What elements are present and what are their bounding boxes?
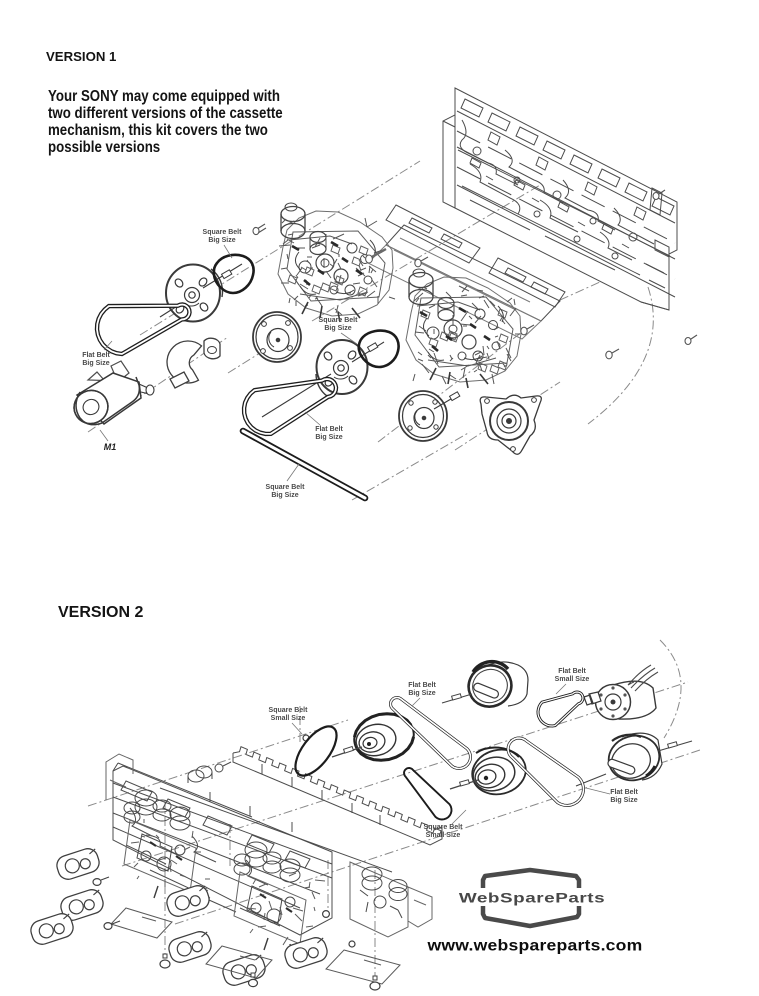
svg-text:Square Belt: Square Belt: [203, 229, 243, 236]
svg-text:Square Belt: Square Belt: [319, 317, 359, 324]
svg-text:Flat Belt: Flat Belt: [82, 352, 110, 359]
svg-text:Big Size: Big Size: [208, 237, 235, 244]
svg-text:Square Belt: Square Belt: [424, 824, 464, 831]
svg-text:Flat Belt: Flat Belt: [610, 789, 638, 796]
svg-text:M1: M1: [104, 442, 117, 452]
svg-text:Big Size: Big Size: [82, 360, 109, 367]
svg-text:Big Size: Big Size: [271, 492, 298, 499]
svg-text:Big Size: Big Size: [610, 797, 637, 804]
svg-text:Flat Belt: Flat Belt: [558, 668, 586, 675]
svg-text:Big Size: Big Size: [315, 434, 342, 441]
svg-text:Small Size: Small Size: [426, 832, 461, 839]
svg-text:Square Belt: Square Belt: [269, 707, 309, 714]
svg-text:Flat Belt: Flat Belt: [408, 682, 436, 689]
svg-text:Small Size: Small Size: [555, 676, 590, 683]
svg-text:Flat Belt: Flat Belt: [315, 426, 343, 433]
svg-text:Small Size: Small Size: [271, 715, 306, 722]
svg-text:www.webspareparts.com: www.webspareparts.com: [426, 936, 642, 954]
svg-text:WebSpareParts: WebSpareParts: [459, 890, 605, 906]
svg-text:Big Size: Big Size: [408, 690, 435, 697]
svg-text:Square Belt: Square Belt: [266, 484, 306, 491]
svg-text:Big Size: Big Size: [324, 325, 351, 332]
